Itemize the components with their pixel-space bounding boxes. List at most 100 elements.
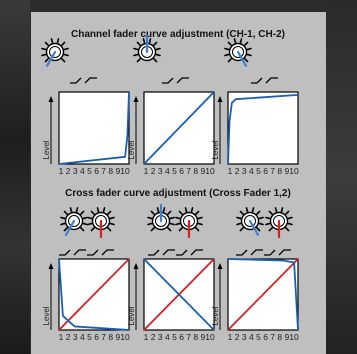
channel-curve-icons-2	[162, 77, 189, 84]
y-axis-label: Level	[211, 306, 220, 325]
knob-tick	[155, 53, 161, 57]
curve-line-blue	[227, 93, 299, 165]
knob-tick	[136, 41, 142, 47]
knob-tick	[60, 41, 66, 47]
knob-tick	[82, 222, 88, 226]
graph-frame	[58, 91, 130, 165]
x-tick-label: 10	[205, 332, 215, 342]
curve-line-blue	[58, 91, 130, 165]
knob-tick	[44, 57, 50, 63]
y-axis-arrowhead	[133, 96, 139, 102]
knob-tick	[251, 207, 255, 213]
x-tick-label: 4	[80, 166, 85, 176]
knob-tick	[162, 207, 166, 213]
x-tick-label: 8	[277, 166, 282, 176]
cross-curve-icons-1	[59, 249, 86, 256]
knob-tick	[60, 216, 66, 220]
knob-tick	[197, 222, 203, 226]
knob-tick	[197, 216, 203, 220]
x-tick-label: 7	[186, 166, 191, 176]
x-tick-label: 4	[80, 332, 85, 342]
knob-tick	[268, 226, 274, 232]
y-axis-label: Level	[127, 306, 136, 325]
knob-tick	[233, 38, 237, 44]
x-tick-label: 6	[94, 332, 99, 342]
knob-tick	[284, 210, 290, 216]
knob-tick	[194, 210, 200, 216]
channel-knob-2	[133, 34, 161, 63]
knob-tick	[60, 57, 66, 63]
cross-curve-icons-6	[264, 249, 291, 256]
channel-section-title: Channel fader curve adjustment (CH-1, CH…	[71, 29, 285, 40]
cross-curve-icons-5	[236, 249, 263, 256]
knob-tick	[150, 226, 156, 232]
knob-tick	[175, 216, 181, 220]
x-tick-label: 10	[289, 166, 299, 176]
channel-knob-1	[41, 38, 69, 67]
x-tick-label: 7	[186, 332, 191, 342]
x-tick-label: 7	[101, 332, 106, 342]
knob-tick	[175, 222, 181, 226]
knob-tick	[166, 210, 172, 216]
x-tick-label: 3	[158, 166, 163, 176]
knob-tick	[102, 207, 106, 213]
background-left	[0, 0, 30, 354]
cross-knob-red-2	[175, 207, 203, 239]
knob-tick	[190, 207, 194, 213]
x-tick-label: 3	[73, 166, 78, 176]
slow-curve-icon	[101, 249, 114, 256]
x-tick-label: 4	[249, 166, 254, 176]
x-tick-label: 7	[270, 332, 275, 342]
curve-line-blue	[58, 258, 130, 331]
graph-frame	[227, 91, 299, 165]
knob-tick	[169, 222, 175, 226]
sharp-curve-icon	[59, 249, 71, 256]
x-tick-label: 5	[172, 166, 177, 176]
y-axis-label: Level	[127, 140, 136, 159]
knob-tick	[255, 226, 261, 232]
knob-tick	[156, 207, 160, 213]
cross-section-title: Cross fader curve adjustment (Cross Fade…	[65, 188, 291, 199]
knob-cap	[232, 46, 244, 58]
knob-tick	[274, 207, 278, 213]
sharp-curve-icon	[176, 249, 188, 256]
knob-tick	[155, 47, 161, 51]
knob-indicator	[45, 50, 57, 67]
cross-knob-blue-1	[60, 207, 88, 236]
knob-tick	[152, 41, 158, 47]
knob-tick	[148, 38, 152, 44]
knob-tick	[236, 216, 242, 220]
slow-curve-icon	[250, 249, 263, 256]
x-tick-label: 5	[256, 166, 261, 176]
knob-tick	[169, 216, 175, 220]
knob-tick	[87, 216, 93, 220]
knob-tick	[246, 53, 252, 57]
x-tick-label: 5	[172, 332, 177, 342]
cross-curve-icons-4	[176, 249, 203, 256]
knob-tick	[287, 216, 293, 220]
knob-tick	[258, 222, 264, 226]
slow-curve-icon	[190, 249, 203, 256]
x-tick-label: 9	[285, 332, 290, 342]
x-tick-label: 10	[120, 332, 130, 342]
x-tick-label: 6	[263, 166, 268, 176]
x-tick-label: 8	[193, 166, 198, 176]
x-tick-label: 1	[59, 166, 64, 176]
y-axis-arrowhead	[217, 263, 223, 269]
x-tick-label: 6	[94, 166, 99, 176]
knob-tick	[90, 210, 96, 216]
cross-knob-red-1	[87, 207, 115, 239]
sharp-curve-icon	[264, 249, 276, 256]
knob-tick	[147, 222, 153, 226]
knob-indicator	[248, 219, 260, 236]
knob-tick	[106, 226, 112, 232]
slow-curve-icon	[265, 77, 278, 84]
knob-tick	[243, 41, 249, 47]
knob-tick	[63, 210, 69, 216]
x-tick-label: 1	[228, 332, 233, 342]
knob-tick	[287, 222, 293, 226]
knob-tick	[75, 207, 79, 213]
x-tick-label: 2	[235, 166, 240, 176]
sharp-curve-icon	[236, 249, 248, 256]
